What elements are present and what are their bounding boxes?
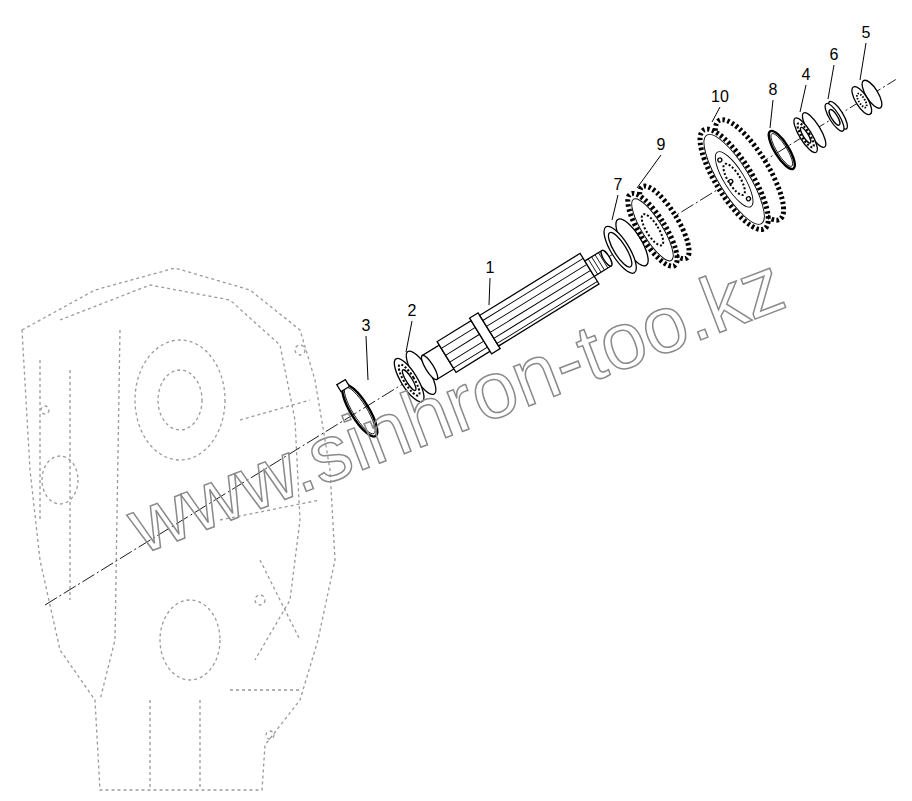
axis-line: [45, 80, 896, 605]
callout-number: 6: [830, 47, 839, 63]
callout-number: 8: [769, 82, 778, 98]
shaft-assembly: [15, 30, 912, 654]
callout-number: 5: [862, 25, 871, 41]
snap-ring: [764, 128, 799, 173]
large-gear: [688, 111, 795, 238]
washer: [822, 99, 851, 134]
callout-number: 2: [408, 303, 417, 319]
watermark: www.sinhron-too.kz: [118, 243, 794, 566]
callout-number: 9: [657, 137, 666, 153]
small-bearing: [790, 110, 830, 156]
nut: [848, 77, 885, 117]
callout-number: 10: [711, 89, 729, 105]
callout-number: 7: [614, 177, 623, 193]
callout-number: 3: [362, 318, 371, 334]
callout-number: 1: [486, 260, 495, 276]
small-gear: [619, 180, 697, 272]
callout-number: 4: [802, 67, 811, 83]
